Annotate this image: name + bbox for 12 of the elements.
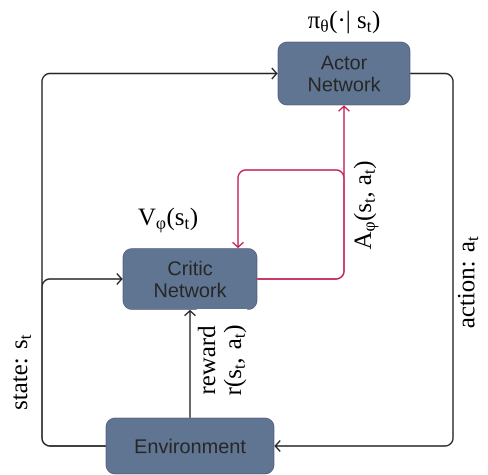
network-box: Environment [106, 418, 274, 474]
edge-label: state: s$_{t}$ [12, 333, 32, 411]
network-box: Critic Network [122, 248, 258, 310]
edge-label: A$_{φ}$(s$_{t}$, a$_{t}$) [352, 159, 380, 250]
arrow [41, 273, 123, 447]
arrow [232, 169, 345, 280]
edge-label: action: a$_{t}$ [456, 234, 480, 330]
arrow [274, 72, 454, 452]
arrow [184, 310, 196, 418]
formula-label: V$_{φ}$(s$_{t}$) [138, 208, 197, 232]
network-box: Actor Network [278, 42, 410, 106]
formula-label: π$_{θ}$(·| s$_{t}$) [308, 10, 380, 34]
